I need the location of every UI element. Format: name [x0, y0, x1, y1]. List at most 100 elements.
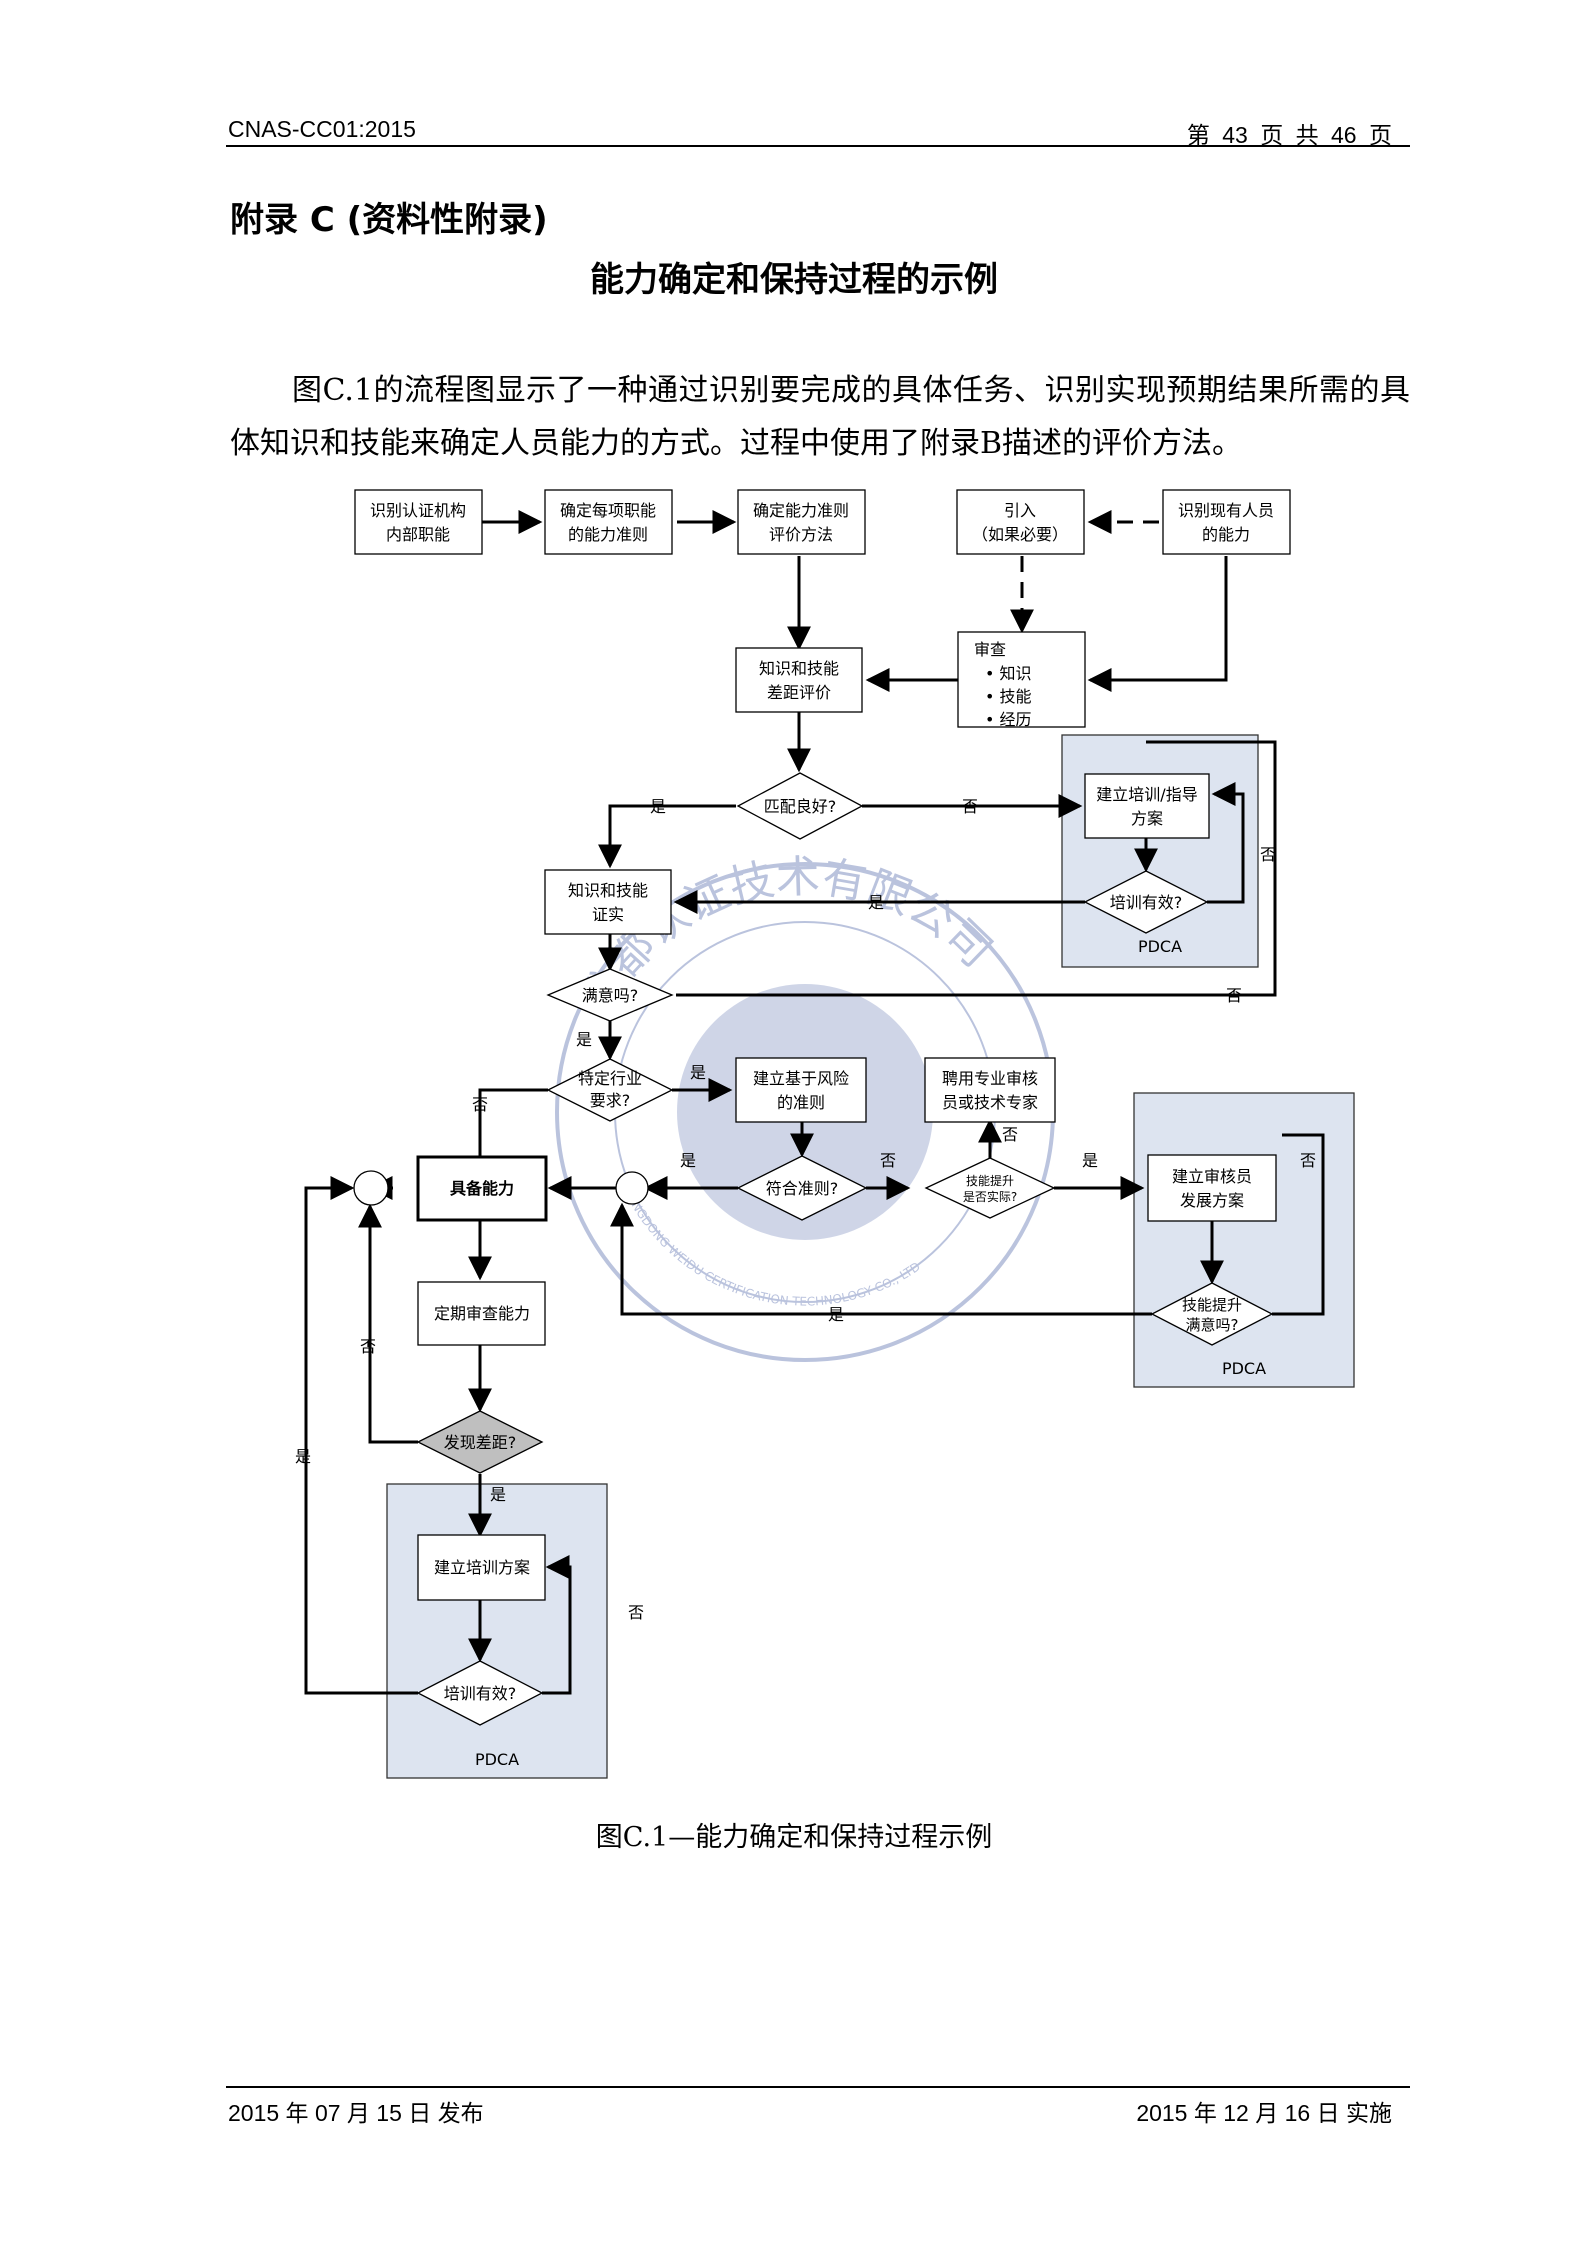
footer-rule — [226, 2086, 1410, 2088]
label-no-satisfied: 否 — [1226, 986, 1242, 1005]
pdca-label-bottom: PDCA — [475, 1750, 519, 1769]
pdca-label-right: PDCA — [1222, 1359, 1266, 1378]
diamond-skill-up — [924, 1157, 1056, 1219]
box-introduce — [956, 489, 1085, 555]
appendix-title: 附录 C (资料性附录) — [230, 200, 548, 240]
pdca-panel-right — [1133, 1092, 1355, 1388]
box-training-plan-top-l2: 方案 — [1131, 809, 1163, 828]
diamond-satisfied — [546, 968, 674, 1022]
pdca-label-top: PDCA — [1138, 937, 1182, 956]
box-verify — [544, 869, 672, 935]
box-identify-functions-l2: 内部职能 — [386, 525, 450, 544]
diamond-skill-up-l2: 是否实际? — [963, 1189, 1017, 1204]
box-review-l3: • 技能 — [985, 687, 1032, 706]
box-periodic-review-label: 定期审查能力 — [434, 1304, 530, 1323]
junction-circle-right — [615, 1171, 649, 1205]
box-determine-method — [737, 489, 866, 555]
diamond-skill-satisfied-l2: 满意吗? — [1186, 1316, 1239, 1334]
box-determine-method-l2: 评价方法 — [769, 525, 833, 544]
diamond-training-effective-bottom-label: 培训有效? — [444, 1684, 517, 1703]
label-yes-skill-satisfied: 是 — [828, 1305, 844, 1324]
box-introduce-l1: 引入 — [1004, 501, 1036, 520]
footer-implemented: 2015 年 12 月 16 日 实施 — [1136, 2100, 1392, 2126]
label-yes-gap: 是 — [490, 1485, 506, 1504]
box-existing-staff — [1162, 489, 1291, 555]
diamond-specific-industry — [546, 1058, 674, 1122]
box-hire-expert-l2: 员或技术专家 — [942, 1093, 1038, 1112]
box-gap-eval-l2: 差距评价 — [767, 683, 831, 702]
box-review-l1: 审查 — [974, 640, 1006, 659]
page-title: 能力确定和保持过程的示例 — [590, 260, 998, 300]
diamond-match — [736, 772, 864, 840]
box-verify-l1: 知识和技能 — [568, 881, 648, 900]
intro-paragraph: 图C.1的流程图显示了一种通过识别要完成的具体任务、识别实现预期结果所需的具体知… — [230, 373, 1410, 461]
diamond-specific-industry-l2: 要求? — [590, 1091, 631, 1110]
label-no-criteria: 否 — [880, 1151, 896, 1170]
label-yes-match: 是 — [650, 797, 666, 816]
header-doc-id: CNAS-CC01:2015 — [228, 116, 416, 142]
box-auditor-plan — [1147, 1154, 1277, 1222]
box-verify-l2: 证实 — [592, 905, 624, 924]
box-training-plan-top-l1: 建立培训/指导 — [1096, 785, 1197, 804]
box-auditor-plan-l2: 发展方案 — [1180, 1191, 1244, 1210]
label-yes-training-top: 是 — [868, 893, 884, 912]
label-no-gap: 否 — [360, 1337, 376, 1356]
label-no-training-top: 否 — [1260, 845, 1276, 864]
box-auditor-plan-l1: 建立审核员 — [1172, 1167, 1252, 1186]
box-risk-criteria-l2: 的准则 — [777, 1093, 825, 1112]
diamond-skill-satisfied — [1150, 1282, 1274, 1346]
header-rule — [226, 145, 1410, 147]
diamond-skill-satisfied-l1: 技能提升 — [1182, 1296, 1242, 1314]
box-determine-criteria — [544, 489, 673, 555]
label-yes-industry: 是 — [690, 1063, 706, 1082]
box-identify-functions — [354, 489, 483, 555]
diamond-training-effective-top-label: 培训有效? — [1110, 893, 1183, 912]
box-determine-method-l1: 确定能力准则 — [753, 501, 849, 520]
box-determine-criteria-l1: 确定每项职能 — [560, 501, 656, 520]
label-no-industry: 否 — [472, 1095, 488, 1114]
box-hire-expert-l1: 聘用专业审核 — [942, 1069, 1038, 1088]
diamond-meets-criteria-label: 符合准则? — [766, 1179, 839, 1198]
box-training-plan-bottom — [417, 1534, 546, 1601]
box-identify-functions-l1: 识别认证机构 — [370, 501, 466, 520]
diamond-skill-up-l1: 技能提升 — [966, 1173, 1014, 1188]
box-training-plan-top — [1084, 773, 1210, 839]
label-yes-satisfied: 是 — [576, 1030, 592, 1049]
box-existing-staff-l1: 识别现有人员 — [1178, 501, 1274, 520]
box-gap-eval — [735, 647, 863, 713]
label-no-skill-up: 否 — [1002, 1125, 1018, 1144]
diamond-training-effective-top — [1083, 870, 1209, 934]
label-no-match: 否 — [962, 797, 978, 816]
pdca-panel-top — [1061, 734, 1259, 968]
footer-published: 2015 年 07 月 15 日 发布 — [228, 2100, 484, 2126]
box-review-l2: • 知识 — [985, 664, 1032, 683]
diamond-gap-found — [416, 1410, 544, 1474]
diamond-specific-industry-l1: 特定行业 — [578, 1069, 642, 1088]
box-review-l4: • 经历 — [985, 710, 1032, 729]
box-risk-criteria — [735, 1057, 867, 1123]
box-introduce-l2: （如果必要） — [972, 525, 1068, 544]
figure-caption: 图C.1—能力确定和保持过程示例 — [595, 1822, 993, 1853]
pdca-panel-bottom — [386, 1483, 608, 1779]
box-determine-criteria-l2: 的能力准则 — [568, 525, 648, 544]
box-competent-label: 具备能力 — [450, 1179, 514, 1198]
diamond-meets-criteria — [736, 1155, 868, 1221]
label-yes-skill-up: 是 — [1082, 1151, 1098, 1170]
label-no-training-bottom: 否 — [628, 1603, 644, 1622]
junction-circle-left — [353, 1170, 389, 1206]
diamond-satisfied-label: 满意吗? — [582, 986, 639, 1005]
box-review — [957, 631, 1086, 728]
box-hire-expert — [924, 1057, 1056, 1123]
header-page-info: 第 43 页 共 46 页 — [1186, 122, 1392, 148]
label-yes-criteria: 是 — [680, 1151, 696, 1170]
box-periodic-review — [417, 1281, 546, 1346]
diamond-gap-found-label: 发现差距? — [444, 1433, 517, 1452]
label-no-skill-satisfied: 否 — [1300, 1151, 1316, 1170]
box-gap-eval-l1: 知识和技能 — [759, 659, 839, 678]
box-existing-staff-l2: 的能力 — [1202, 525, 1250, 544]
box-training-plan-bottom-label: 建立培训方案 — [434, 1558, 530, 1577]
diamond-training-effective-bottom — [416, 1660, 544, 1726]
diamond-match-label: 匹配良好? — [764, 797, 837, 816]
box-risk-criteria-l1: 建立基于风险 — [753, 1069, 849, 1088]
